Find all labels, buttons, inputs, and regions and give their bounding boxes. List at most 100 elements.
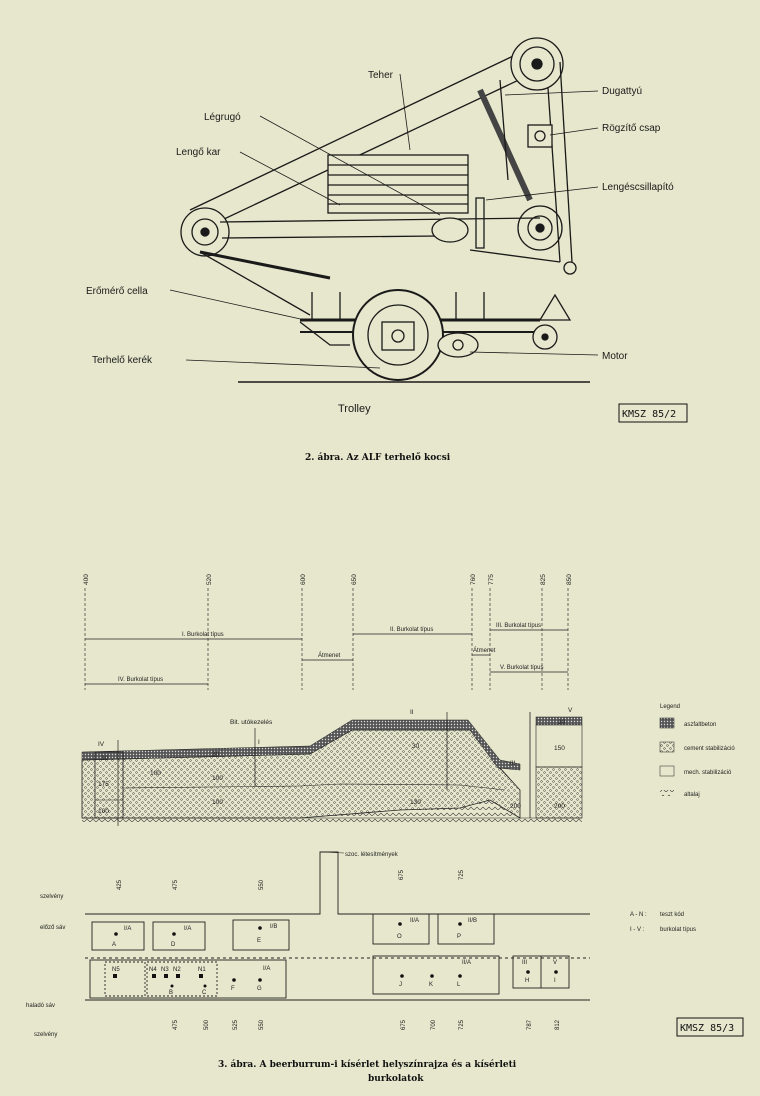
section-labels: Bit. utókezelés IV I II III V 30 175 100… [98,707,573,815]
box-d-type: I/A [184,926,191,932]
label-k: K [429,982,433,988]
figure3-caption-line1: 3. ábra. A beerburrum-i kísérlet helyszí… [218,1059,517,1070]
label-g: G [257,986,262,992]
label-n2: N2 [173,967,181,973]
scale-825: 825 [540,574,547,585]
box-o-type: II/A [410,918,419,924]
box-a-type: I/A [124,926,131,932]
range-burkolat-3: III. Burkolat típus [496,623,541,629]
box-e-letter: E [257,938,261,944]
section-value-100-b: 100 [150,770,161,777]
tick-bottom-700: 700 [431,1019,437,1030]
label-f: F [231,986,235,992]
scale-600: 600 [300,574,307,585]
alf-labels: Teher Dugattyú Légrugó Rögzítő csap Leng… [86,70,674,415]
section-value-30-a: 30 [101,755,109,762]
scale-650: 650 [351,574,358,585]
label-iii: III [522,960,527,966]
range-burkolat-5: V. Burkolat típus [500,665,543,671]
range-burkolat-1: I. Burkolat típus [182,632,224,638]
scale-520: 520 [206,574,213,585]
label-teher: Teher [368,70,394,81]
key-a-n-desc: teszt kód [660,912,684,918]
figure2-code: KMSZ 85/2 [622,409,676,420]
box-p [437,913,495,945]
tick-top-425: 425 [117,879,123,890]
box-iia-lower [372,955,500,995]
label-b: B [169,990,173,996]
plan-labels: szoc. létesítmények szelvény előző sáv h… [26,851,696,1038]
plan-dots [113,922,558,988]
figure3-caption-line2: burkolatok [368,1074,424,1084]
label-v: V [553,960,557,966]
label-iia-lower: II/A [462,960,471,966]
label-n3: N3 [161,967,169,973]
box-o [372,913,430,945]
box-p-type: II/B [468,918,477,924]
section-value-30-d: 30 [558,719,566,726]
plan-szoc-label: szoc. létesítmények [345,852,399,858]
scale-850: 850 [566,574,573,585]
tick-bottom-675: 675 [401,1019,407,1030]
section-value-200-b: 200 [554,803,565,810]
label-n1: N1 [198,967,206,973]
legend-item-subgrade: altalaj [684,792,700,798]
key-i-v-desc: burkolat típus [660,927,696,933]
alf-machine-drawing [169,37,599,383]
range-atmenet-1: Átmenet [318,652,341,659]
label-lengo-kar: Lengő kar [176,147,221,158]
section-value-30-b: 30 [212,751,220,758]
legend-swatch-asphalt [659,717,675,729]
label-c: C [202,990,207,996]
legend-title: Legend [660,704,680,710]
legend-swatch-subgrade [660,790,674,796]
tick-bottom-787: 787 [527,1019,533,1030]
label-terhelo-kerek: Terhelő kerék [92,355,153,366]
scale-labels: 400 520 600 650 760 775 825 850 [83,574,573,585]
label-legrugo: Légrugó [204,112,241,123]
key-a-n: A - N : [630,912,647,918]
cross-section [81,712,583,826]
label-rogzito-csap: Rögzítő csap [602,123,661,134]
label-j: J [399,982,402,988]
plan-szelveny-bottom: szelvény [34,1032,57,1038]
section-roman-v: V [568,707,573,714]
legend-swatch-cement [659,741,675,753]
box-d [152,921,206,951]
scale-400: 400 [83,574,90,585]
legend-item-mech: mech. stabilizáció [684,770,732,776]
box-a [91,921,145,951]
box-n5 [104,961,146,997]
plan-halado-sav: haladó sáv [26,1003,55,1009]
label-eromero-cella: Erőmérő cella [86,286,148,297]
figure2-caption: 2. ábra. Az ALF terhelő kocsi [305,452,451,463]
label-n5: N5 [112,967,120,973]
section-roman-ii: II [410,709,414,716]
section-roman-iv: IV [98,741,105,748]
label-ia-lower: I/A [263,966,270,972]
key-i-v: I - V : [630,927,645,933]
tick-top-675: 675 [399,869,405,880]
range-atmenet-2: Átmenet [473,647,496,654]
figure3-code: KMSZ 85/3 [680,1023,734,1034]
tick-bottom-475: 475 [173,1019,179,1030]
section-value-100-d: 100 [212,799,223,806]
range-burkolat-4: IV. Burkolat típus [118,677,163,683]
tick-bottom-500: 500 [204,1019,210,1030]
section-value-150: 150 [554,745,565,752]
label-l: L [457,982,461,988]
box-e-type: I/B [270,924,277,930]
box-ia-lower [89,959,287,999]
section-value-100-a: 100 [98,808,109,815]
label-trolley: Trolley [338,403,371,415]
scale-760: 760 [470,574,477,585]
box-o-letter: O [397,934,402,940]
plan-szelveny-top: szelvény [40,894,63,900]
scale-775: 775 [488,574,495,585]
section-value-100-c: 100 [212,775,223,782]
legend: Legend aszfaltbeton cement stabilizáció … [659,704,735,798]
range-arrows [85,629,568,685]
tick-bottom-550: 550 [259,1019,265,1030]
tick-top-475: 475 [173,879,179,890]
